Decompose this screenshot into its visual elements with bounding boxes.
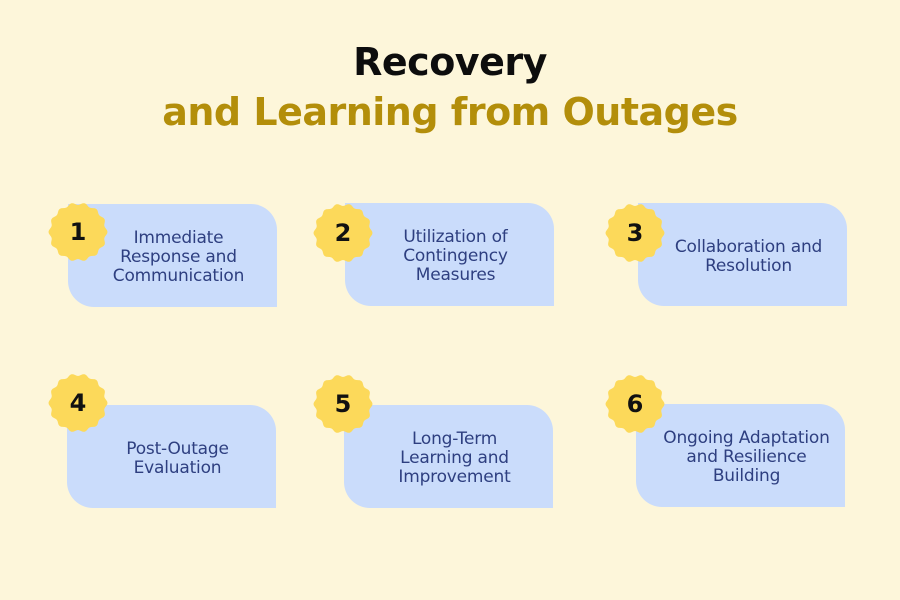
step-number: 1 [69, 218, 87, 246]
step-badge-3: 3 [605, 203, 665, 263]
step-number: 5 [334, 390, 352, 418]
step-card-5: Long-Term Learning and Improvement [344, 405, 553, 508]
step-card-2: Utilization of Contingency Measures [345, 203, 554, 306]
step-badge-4: 4 [48, 373, 108, 433]
step-number: 6 [626, 390, 644, 418]
step-label: Collaboration and Resolution [674, 236, 823, 276]
step-card-3: Collaboration and Resolution [638, 203, 847, 306]
scalloped-badge-icon [313, 204, 373, 262]
step-number: 2 [334, 219, 352, 247]
step-card-6: Ongoing Adaptation and Resilience Buildi… [636, 404, 845, 507]
step-card-1: Immediate Response and Communication [68, 204, 277, 307]
step-label: Post-Outage Evaluation [126, 438, 229, 478]
step-number: 3 [626, 219, 644, 247]
step-label: Immediate Response and Communication [112, 228, 245, 286]
step-badge-5: 5 [313, 374, 373, 434]
scalloped-badge-icon [605, 204, 665, 262]
step-number: 4 [69, 389, 87, 417]
scalloped-badge-icon [313, 375, 373, 433]
step-badge-6: 6 [605, 374, 665, 434]
step-label: Utilization of Contingency Measures [403, 227, 508, 285]
scalloped-badge-icon [48, 374, 108, 432]
step-badge-1: 1 [48, 202, 108, 262]
scalloped-badge-icon [605, 375, 665, 433]
step-label: Ongoing Adaptation and Resilience Buildi… [663, 428, 830, 486]
step-label: Long-Term Learning and Improvement [398, 429, 511, 487]
title-line-2: and Learning from Outages [162, 90, 738, 134]
step-badge-2: 2 [313, 203, 373, 263]
step-card-4: Post-Outage Evaluation [67, 405, 276, 508]
title-line-1: Recovery [353, 40, 547, 84]
scalloped-badge-icon [48, 203, 108, 261]
